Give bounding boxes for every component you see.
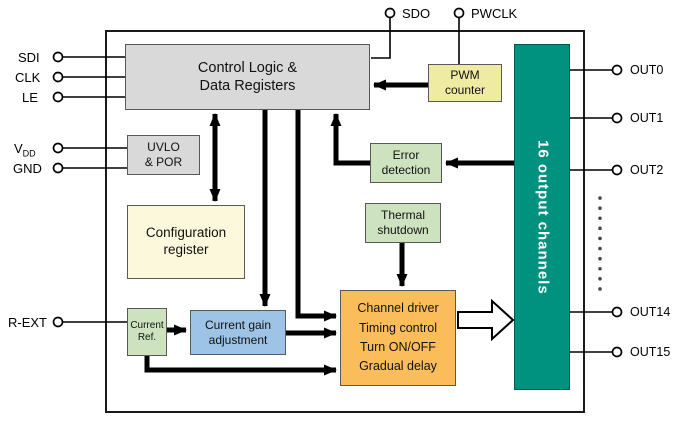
block-configuration-register: Configuration register [127, 205, 245, 279]
pin-label-out14: OUT14 [630, 305, 671, 319]
pin-circle-out0 [611, 64, 623, 76]
block-error-detection: Error detection [370, 143, 442, 183]
block-current-ref: Current Ref. [127, 308, 167, 356]
pin-circle-clk [52, 71, 64, 83]
pin-label-out0: OUT0 [630, 63, 664, 77]
pin-label-vdd: VDD [14, 141, 36, 159]
pin-label-le: LE [22, 90, 38, 105]
pin-label-vdd-base: V [14, 141, 23, 156]
block-control-logic: Control Logic & Data Registers [125, 44, 370, 110]
pin-circle-pwclk [453, 7, 465, 19]
pin-circle-out1 [611, 112, 623, 124]
pin-label-out15: OUT15 [630, 345, 671, 359]
pin-label-vdd-sub: DD [22, 148, 36, 159]
block-current-gain-adjustment: Current gain adjustment [190, 310, 286, 355]
pin-circle-out15 [611, 346, 623, 358]
pin-label-clk: CLK [15, 70, 41, 85]
pin-circle-rext [52, 316, 64, 328]
block-thermal-shutdown: Thermal shutdown [365, 203, 441, 243]
pin-circle-sdo [384, 7, 396, 19]
pin-circle-le [52, 91, 64, 103]
pin-circle-vdd [52, 142, 64, 154]
block-channel-driver: Channel driver Timing control Turn ON/OF… [340, 290, 456, 386]
block-pwm-counter: PWM counter [428, 64, 502, 102]
pin-label-rext: R-EXT [8, 315, 47, 330]
pin-label-out1: OUT1 [630, 111, 664, 125]
pin-label-sdi: SDI [18, 50, 40, 65]
pin-label-gnd: GND [13, 161, 42, 176]
block-uvlo-por: UVLO & POR [127, 135, 200, 175]
pin-circle-out14 [611, 306, 623, 318]
pin-label-pwclk: PWCLK [471, 6, 518, 21]
pin-circle-gnd [52, 162, 64, 174]
pin-label-out2: OUT2 [630, 163, 664, 177]
pin-label-sdo: SDO [402, 6, 431, 21]
pin-circle-out2 [611, 164, 623, 176]
block-16-output-channels: 16 output channels [514, 44, 570, 390]
pin-circle-sdi [52, 51, 64, 63]
